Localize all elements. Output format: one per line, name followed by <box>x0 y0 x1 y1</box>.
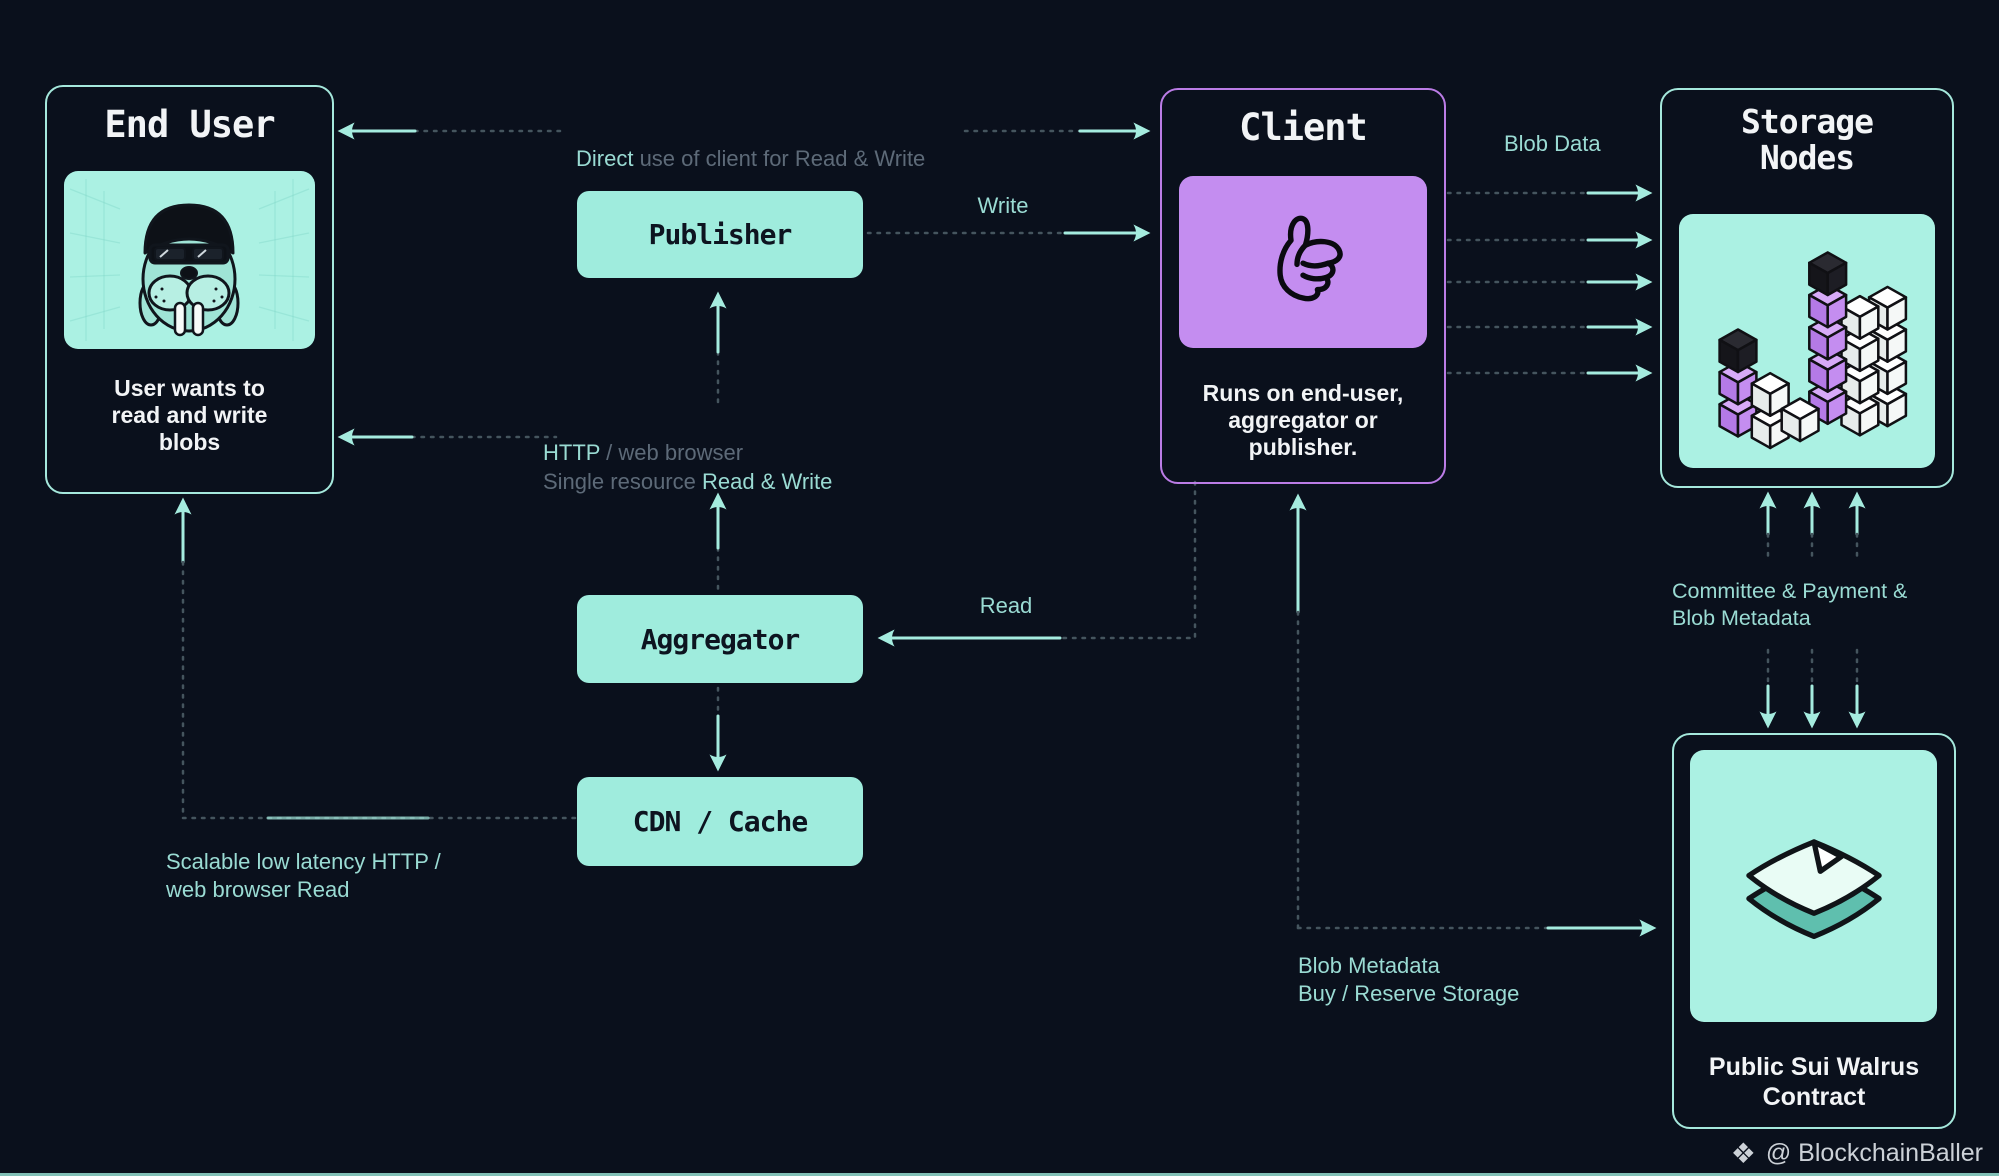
arrow-read <box>877 480 1197 647</box>
label-direct-rest: use of client for Read & Write <box>633 145 926 171</box>
node-storage-nodes: Storage Nodes <box>1660 88 1954 488</box>
arrow-client-contract <box>1289 493 1657 937</box>
label-scalable: Scalable low latency HTTP / web browser … <box>166 849 441 902</box>
storage-image-panel <box>1679 214 1935 468</box>
arrow-cdn-to-end-user <box>174 497 577 820</box>
label-blob-metadata: Blob Metadata Buy / Reserve Storage <box>1298 953 1520 1006</box>
end-user-title: End User <box>104 103 275 146</box>
client-title: Client <box>1239 106 1368 149</box>
label-http-rest: / web browser <box>600 439 744 465</box>
label-committee: Committee & Payment & Blob Metadata <box>1672 579 1908 630</box>
watermark: ❖ @ BlockchainBaller <box>1731 1139 1983 1168</box>
label-single-resource: Single resource Read & Write <box>543 440 832 495</box>
arrow-blob-data-lines <box>1446 184 1653 382</box>
label-direct-accent: Direct <box>576 145 634 171</box>
label-blob-data: Blob Data <box>1504 131 1601 156</box>
label-direct-use: Direct use of client for Read & Write <box>576 117 925 172</box>
diamond-icon: ❖ <box>1730 1137 1756 1169</box>
thumbs-up-icon <box>1277 215 1343 302</box>
label-http-web-browser: HTTP / web browser <box>543 411 743 466</box>
contract-caption: Public Sui Walrus Contract <box>1708 1053 1920 1111</box>
client-caption: Runs on end-user, aggregator or publishe… <box>1202 380 1404 461</box>
storage-cubes-icon <box>1718 251 1908 450</box>
end-user-caption: User wants to read and write blobs <box>111 375 268 456</box>
label-single-rest: Single resource <box>543 468 702 494</box>
node-client: Client Runs on end-user, aggregator or p… <box>1160 88 1446 484</box>
label-write: Write <box>977 193 1029 218</box>
end-user-image-panel <box>64 171 315 349</box>
pill-cdn-cache: CDN / Cache <box>577 777 863 866</box>
contract-image-panel <box>1690 750 1937 1022</box>
arrow-committee-lines <box>1759 491 1866 729</box>
node-sui-walrus-contract: Public Sui Walrus Contract <box>1672 733 1956 1129</box>
pill-publisher: Publisher <box>577 191 863 278</box>
label-single-accent: Read & Write <box>701 468 833 494</box>
node-end-user: End User <box>45 85 334 494</box>
watermark-text: @ BlockchainBaller <box>1765 1139 1983 1167</box>
bottom-accent-line <box>0 1173 1999 1176</box>
walrus-icon <box>69 179 310 341</box>
storage-nodes-title: Storage Nodes <box>1740 102 1874 178</box>
contract-papers-icon <box>1745 839 1882 940</box>
label-read: Read <box>979 593 1033 618</box>
label-http-accent: HTTP <box>543 439 601 465</box>
client-image-panel <box>1179 176 1427 348</box>
pill-aggregator: Aggregator <box>577 595 863 683</box>
